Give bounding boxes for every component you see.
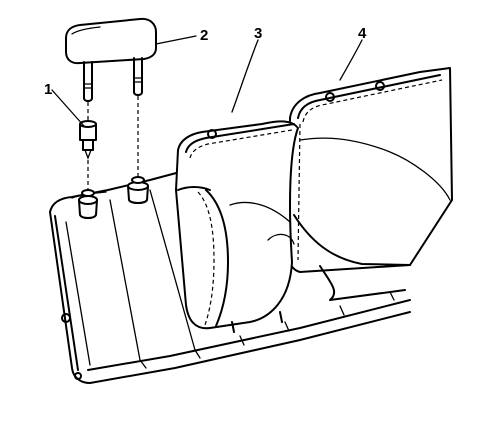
seatback-cushion-side xyxy=(175,120,299,333)
guide-sleeve-left xyxy=(78,189,98,219)
seatback-cushion-center xyxy=(287,67,453,301)
callout-label-1: 1 xyxy=(44,81,52,98)
headrest-guide xyxy=(79,120,97,160)
leader-lines xyxy=(51,35,363,127)
headrest xyxy=(65,17,157,102)
seatback-frame xyxy=(49,171,411,384)
callout-label-3: 3 xyxy=(254,25,262,42)
alignment-lines xyxy=(87,96,139,190)
callout-label-4: 4 xyxy=(358,25,367,42)
callout-label-2: 2 xyxy=(200,27,208,44)
guide-sleeve-right xyxy=(127,176,149,204)
